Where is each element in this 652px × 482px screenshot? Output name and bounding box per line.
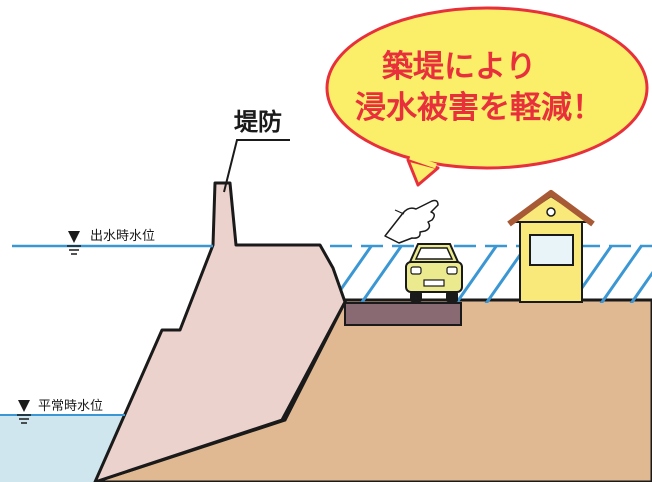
water-level-marker-icon [17,400,31,424]
flood-water-level-label: 出水時水位 [90,229,155,244]
levee-leader-line [223,139,290,193]
levee-label: 堤防 [234,108,282,136]
car-icon [405,243,463,302]
pointing-hand-icon [384,199,439,244]
flood-hatching [330,245,652,303]
road [344,302,462,326]
levee [93,181,347,482]
callout-line-1: 築堤により [382,49,536,85]
callout-bubble: 築堤により 浸水被害を軽減！ [325,6,649,187]
callout-line-2: 浸水被害を軽減！ [355,90,603,126]
house-icon [507,190,595,303]
normal-water-level-label: 平常時水位 [38,399,103,414]
water-level-marker-icon [67,231,81,255]
